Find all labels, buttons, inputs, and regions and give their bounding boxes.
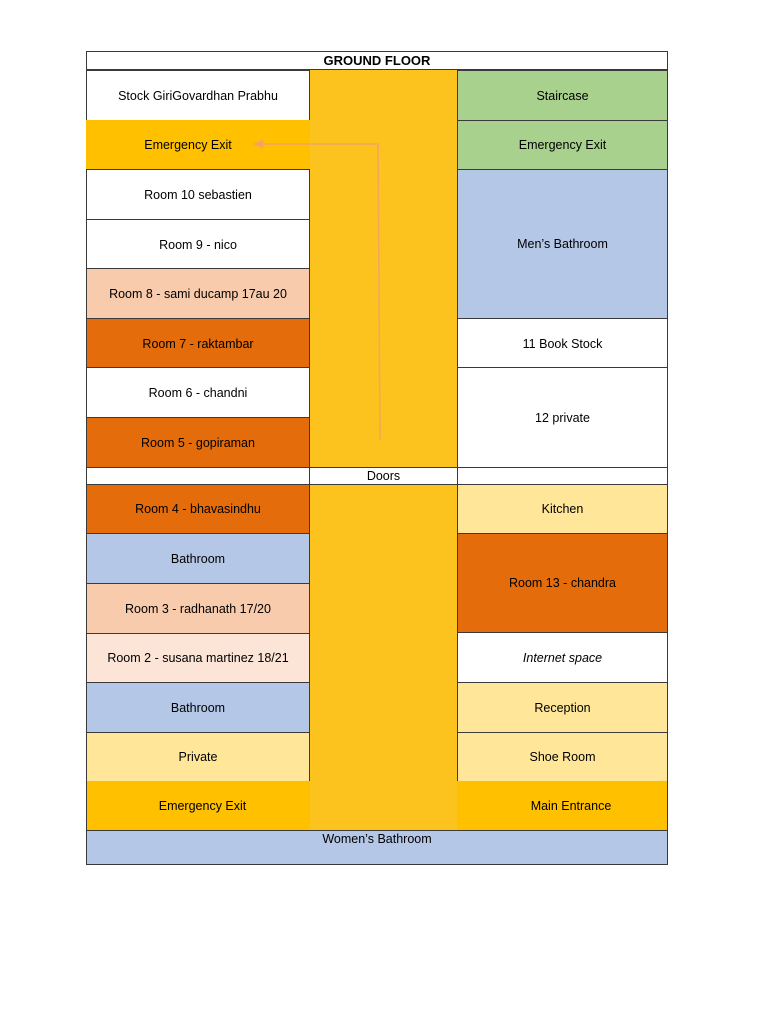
right-main-entrance: Main Entrance	[457, 781, 668, 831]
corridor-upper	[309, 70, 458, 467]
left-room-4: Room 4 - bhavasindhu	[86, 484, 310, 534]
left-emergency-exit-upper: Emergency Exit	[86, 120, 310, 170]
doors-row-left	[86, 467, 310, 485]
left-room-9: Room 9 - nico	[86, 219, 310, 270]
right-kitchen: Kitchen	[457, 484, 668, 534]
right-mens-bathroom: Men’s Bathroom	[457, 169, 668, 319]
left-room-stock: Stock GiriGovardhan Prabhu	[86, 70, 310, 121]
floor-title: GROUND FLOOR	[86, 51, 668, 70]
left-room-7: Room 7 - raktambar	[86, 318, 310, 369]
left-emergency-exit-lower: Emergency Exit	[86, 781, 310, 831]
doors-label: Doors	[309, 467, 458, 485]
doors-row-right	[457, 467, 668, 485]
left-room-5: Room 5 - gopiraman	[86, 417, 310, 468]
corridor-lower	[309, 484, 458, 831]
right-private-12: 12 private	[457, 367, 668, 468]
left-room-8: Room 8 - sami ducamp 17au 20	[86, 268, 310, 319]
right-internet-space: Internet space	[457, 632, 668, 683]
right-emergency-exit: Emergency Exit	[457, 120, 668, 170]
right-book-stock: 11 Book Stock	[457, 318, 668, 369]
left-room-2: Room 2 - susana martinez 18/21	[86, 633, 310, 683]
left-room-3: Room 3 - radhanath 17/20	[86, 583, 310, 634]
right-room-13: Room 13 - chandra	[457, 533, 668, 633]
right-reception: Reception	[457, 682, 668, 733]
right-staircase: Staircase	[457, 70, 668, 121]
right-shoe-room: Shoe Room	[457, 732, 668, 782]
left-bathroom-lower: Bathroom	[86, 682, 310, 733]
left-room-10: Room 10 sebastien	[86, 169, 310, 220]
womens-bathroom: Women’s Bathroom	[86, 830, 668, 865]
left-room-6: Room 6 - chandni	[86, 367, 310, 418]
left-bathroom-upper: Bathroom	[86, 533, 310, 584]
left-private: Private	[86, 732, 310, 782]
